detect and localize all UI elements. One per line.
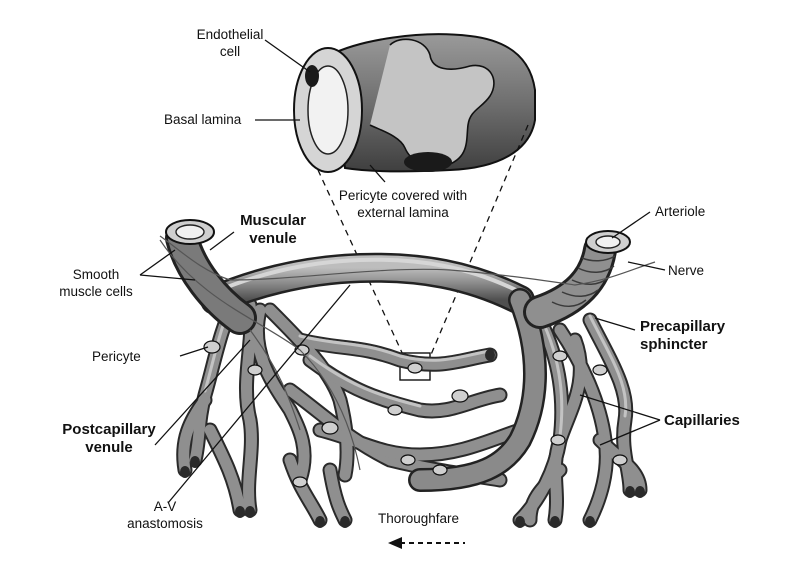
- label-muscular-venule: Muscular venule: [232, 212, 314, 248]
- arteriole: [523, 230, 631, 329]
- vessel-ends: [180, 349, 645, 528]
- label-precapillary-line1: Precapillary: [640, 318, 726, 335]
- nerve-fibers: [159, 235, 656, 471]
- muscular-venule: [165, 219, 257, 335]
- label-basal-lamina: Basal lamina: [164, 112, 242, 127]
- thoroughfare-channel: [200, 252, 547, 492]
- label-pericyte-covered-line1: Pericyte covered with: [338, 188, 468, 203]
- label-muscular-line2: venule: [249, 230, 297, 247]
- label-capillaries: Capillaries: [664, 412, 740, 429]
- label-postcapillary-line1: Postcapillary: [62, 421, 156, 438]
- label-endothelial-line1: Endothelial: [196, 27, 264, 42]
- label-endothelial-cell: Endothelial cell: [188, 26, 272, 60]
- capillary-inset: [293, 33, 536, 173]
- inset-pericyte: [369, 38, 495, 168]
- label-av-line2: anastomosis: [127, 516, 203, 531]
- thoroughfare-arrow: [388, 537, 465, 549]
- label-pericyte: Pericyte: [92, 349, 141, 364]
- label-postcapillary-venule: Postcapillary venule: [54, 421, 164, 457]
- label-endothelial-line2: cell: [219, 44, 241, 59]
- label-thoroughfare: Thoroughfare: [378, 511, 460, 526]
- inset-lumen: [307, 65, 349, 155]
- label-arteriole: Arteriole: [655, 204, 706, 219]
- label-smooth-line2: muscle cells: [59, 284, 133, 299]
- label-muscular-line1: Muscular: [240, 212, 306, 229]
- label-postcapillary-line2: venule: [85, 439, 133, 456]
- label-smooth-muscle: Smooth muscle cells: [50, 266, 142, 300]
- label-pericyte-covered-line2: external lamina: [357, 205, 449, 220]
- label-precapillary-sphincter: Precapillary sphincter: [640, 318, 725, 354]
- leader-lines: [139, 39, 666, 504]
- label-smooth-line1: Smooth: [72, 267, 120, 282]
- label-av-line1: A-V: [153, 499, 177, 514]
- inset-endothelial-nucleus: [305, 65, 319, 87]
- pericytes: [203, 340, 628, 488]
- label-precapillary-line2: sphincter: [640, 336, 708, 353]
- label-av-anastomosis: A-V anastomosis: [120, 498, 210, 532]
- label-nerve: Nerve: [668, 263, 705, 278]
- label-pericyte-covered: Pericyte covered with external lamina: [328, 187, 478, 221]
- inset-nucleus: [404, 152, 452, 172]
